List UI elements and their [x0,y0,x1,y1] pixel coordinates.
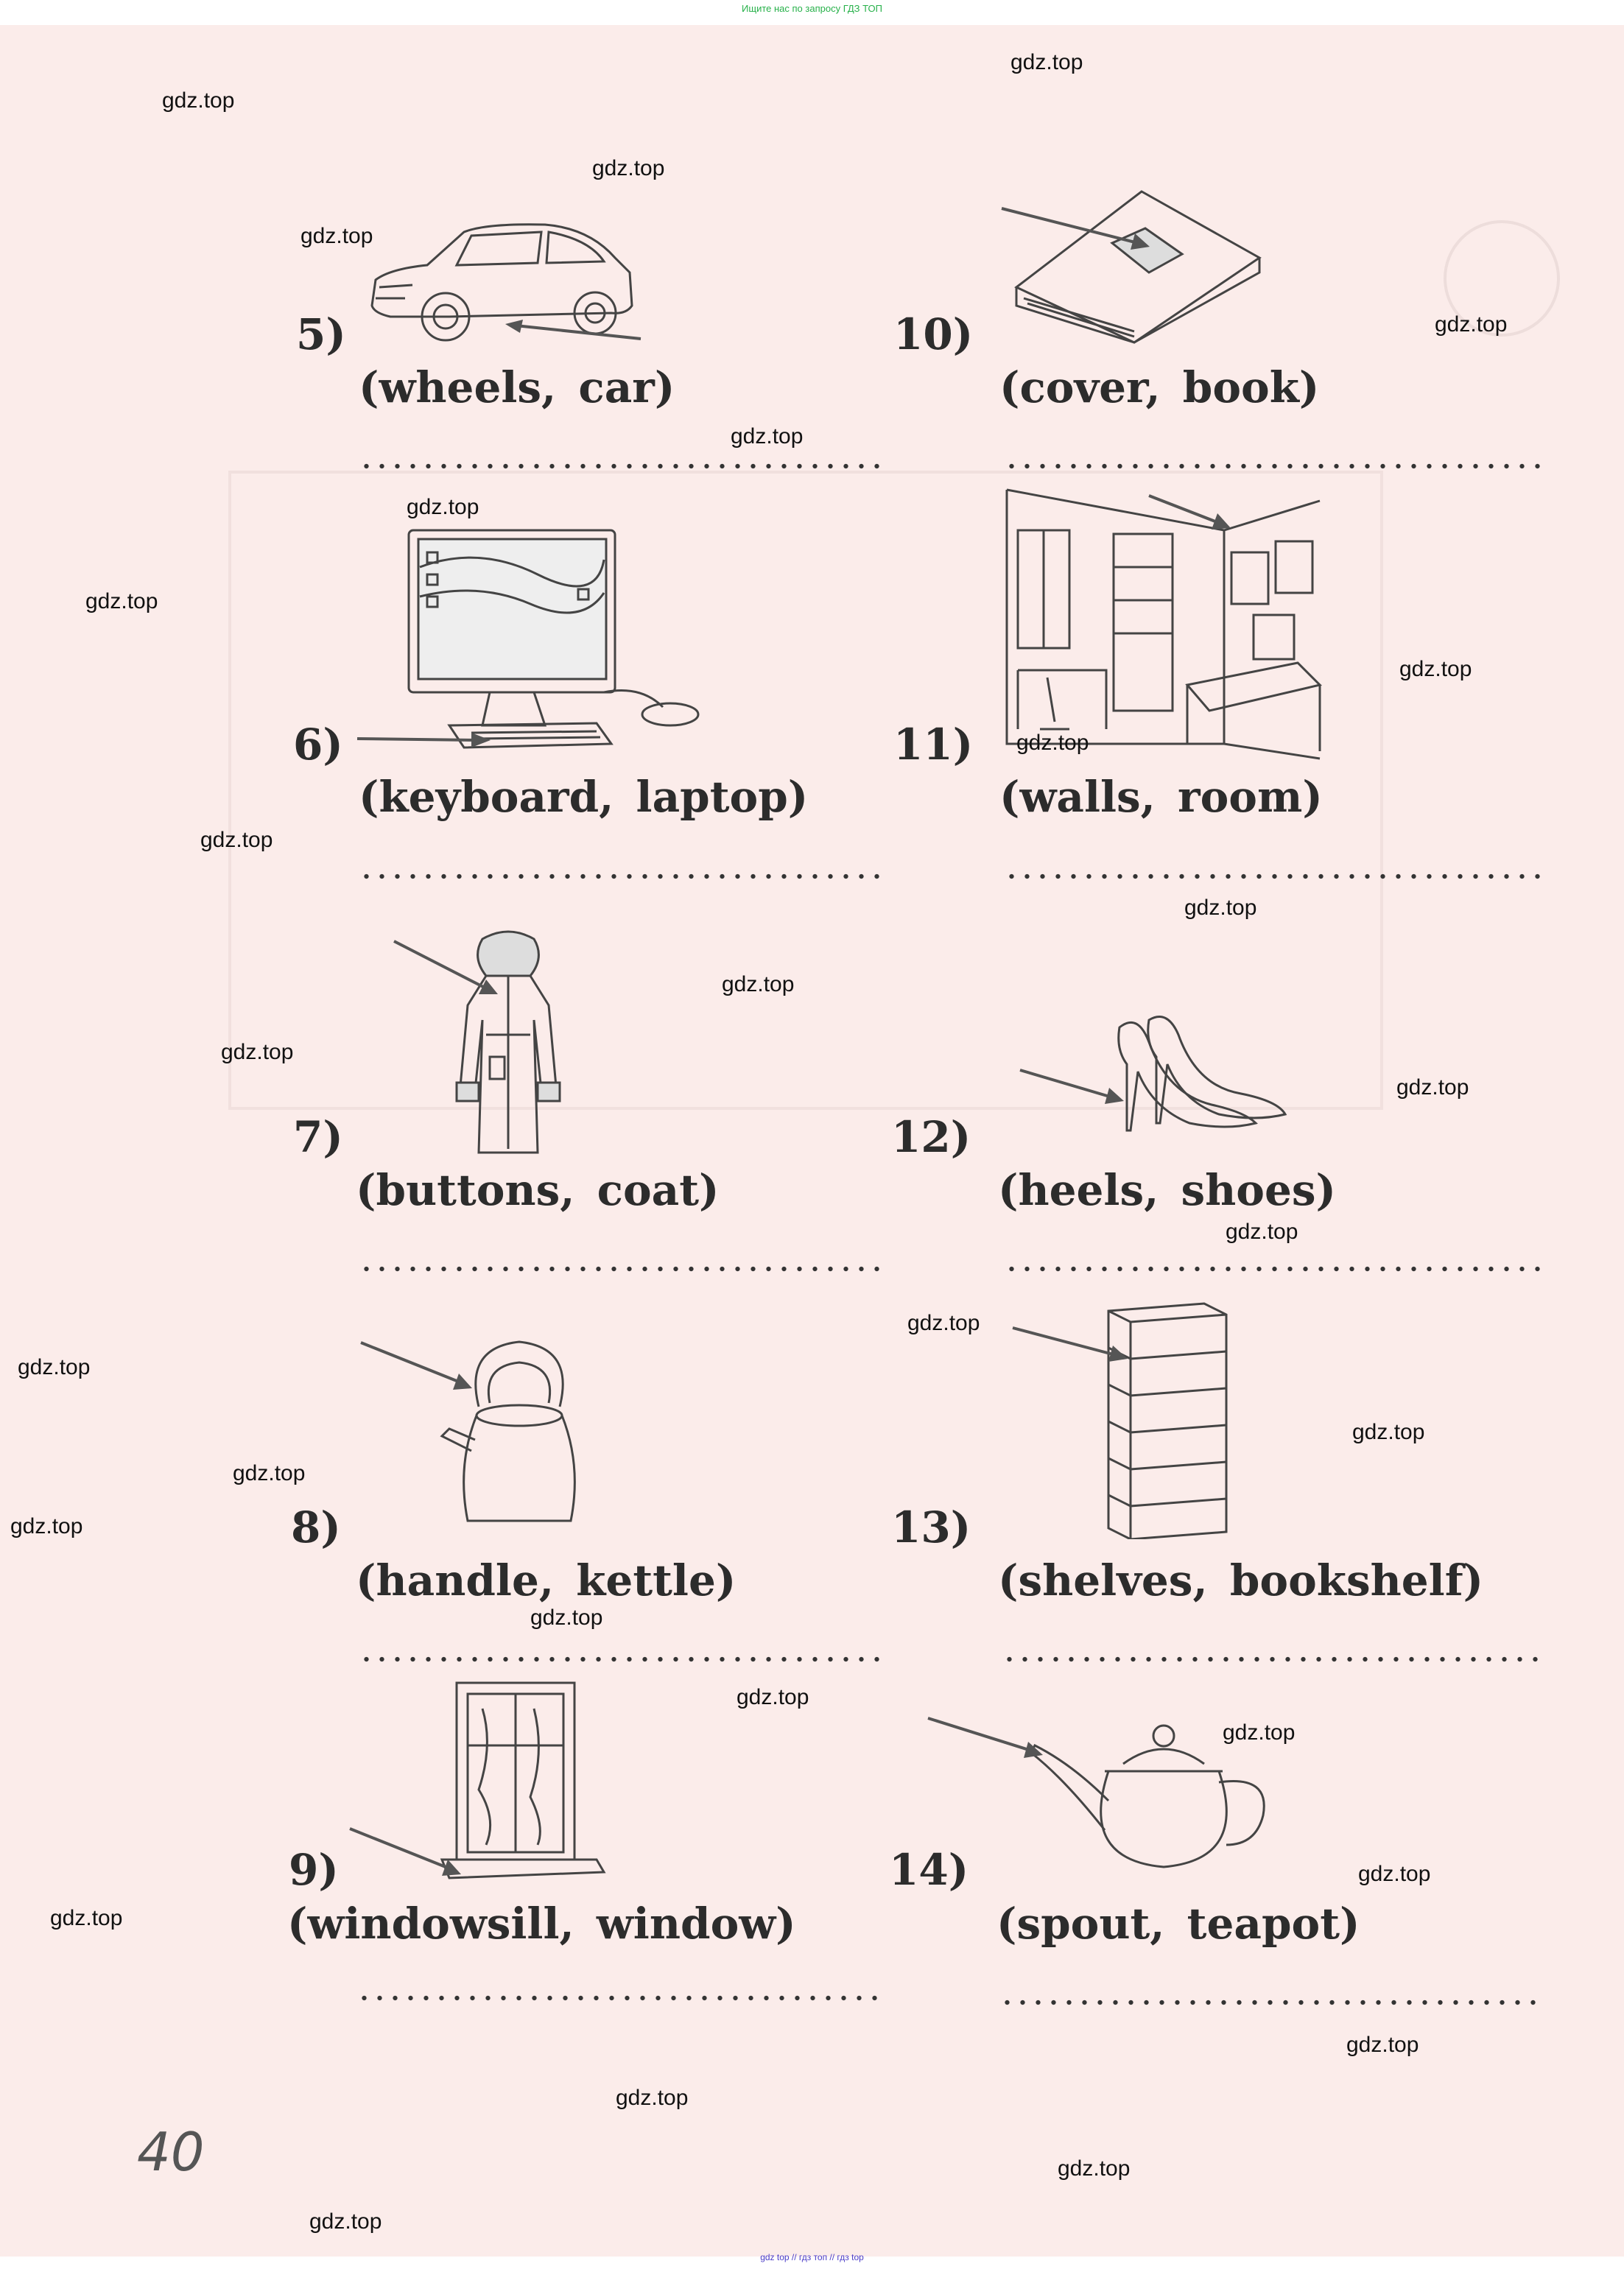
watermark: gdz.top [50,1906,123,1930]
watermark: gdz.top [300,224,373,248]
exercise-number: 14) [889,1845,969,1895]
watermark: gdz.top [309,2209,382,2234]
watermark: gdz.top [722,972,795,996]
watermark: gdz.top [737,1685,809,1709]
exercise-number: 9) [289,1845,339,1895]
word-pair: (heels, shoes) [998,1165,1336,1215]
arrow-icon [393,940,498,994]
exercise-number: 6) [293,720,343,770]
watermark: gdz.top [1435,312,1508,337]
watermark: gdz.top [233,1461,306,1485]
answer-line[interactable] [356,1994,885,2002]
exercise-number: 13) [891,1502,971,1552]
room-icon [1003,486,1327,762]
arrow-icon [360,1341,472,1390]
watermark: gdz.top [907,1311,980,1335]
watermark: gdz.top [530,1605,603,1630]
exercise-number: 7) [293,1112,343,1162]
answer-line[interactable] [1002,1656,1542,1663]
arrow-icon [1001,207,1150,250]
exercise-number: 8) [291,1502,341,1552]
watermark: gdz.top [1352,1420,1425,1444]
watermark: gdz.top [10,1514,83,1538]
answer-line[interactable] [1004,1265,1542,1273]
watermark: gdz.top [1226,1220,1298,1244]
arrow-icon [505,320,641,340]
bleed-through-circle [1444,220,1560,337]
kettle-icon [435,1333,604,1536]
arrow-icon [1148,494,1231,530]
watermark: gdz.top [221,1040,294,1064]
watermark: gdz.top [1346,2033,1419,2057]
answer-line[interactable] [359,463,885,470]
exercise-number: 5) [296,309,346,359]
word-pair: (keyboard, laptop) [359,772,809,822]
watermark: gdz.top [731,424,804,449]
shoes-icon [1108,1013,1289,1138]
arrow-icon [1019,1069,1124,1104]
word-pair: (walls, room) [999,772,1323,822]
answer-line[interactable] [999,1999,1542,2006]
answer-line[interactable] [359,1656,885,1663]
watermark: gdz.top [162,88,235,113]
watermark: gdz.top [1358,1862,1431,1886]
answer-line[interactable] [359,873,885,880]
arrow-icon [356,733,491,748]
watermark: gdz.top [1184,896,1257,920]
exercise-number: 11) [893,720,974,770]
watermark: gdz.top [407,495,479,519]
word-pair: (shelves, bookshelf) [998,1555,1484,1605]
arrow-icon [1012,1326,1128,1362]
watermark: gdz.top [85,589,158,613]
word-pair: (windowsill, window) [287,1899,796,1949]
watermark: gdz.top [1396,1075,1469,1100]
arrow-icon [349,1827,461,1876]
watermark: gdz.top [1010,50,1083,74]
watermark: gdz.top [18,1355,91,1379]
book-icon [1009,184,1267,346]
answer-line[interactable] [1004,873,1542,880]
watermark: gdz.top [616,2086,689,2110]
watermark: gdz.top [200,828,273,852]
bleed-through-frame [228,471,1383,1110]
watermark: gdz.top [592,156,665,180]
bookshelf-icon [1101,1296,1234,1539]
word-pair: (handle, kettle) [356,1555,737,1605]
word-pair: (buttons, coat) [356,1165,720,1215]
watermark: gdz.top [1223,1720,1296,1745]
watermark: gdz.top [1058,2156,1131,2181]
page-number: 40 [137,2121,205,2183]
bottom-banner[interactable]: gdz top // гдз топ // гдз top [760,2252,864,2262]
top-banner[interactable]: Ищите нас по запросу ГДЗ ТОП [742,3,882,14]
arrow-icon [927,1717,1043,1758]
watermark: gdz.top [1399,657,1472,681]
watermark: gdz.top [1016,731,1089,755]
workbook-page [0,25,1624,2257]
exercise-number: 10) [893,309,974,359]
word-pair: (wheels, car) [359,362,675,412]
car-icon [361,195,641,354]
word-pair: (cover, book) [999,362,1320,412]
word-pair: (spout, teapot) [996,1899,1360,1949]
coat-icon [449,924,567,1160]
computer-icon [346,523,714,762]
answer-line[interactable] [1004,463,1542,470]
exercise-number: 12) [891,1112,971,1162]
answer-line[interactable] [359,1265,885,1273]
